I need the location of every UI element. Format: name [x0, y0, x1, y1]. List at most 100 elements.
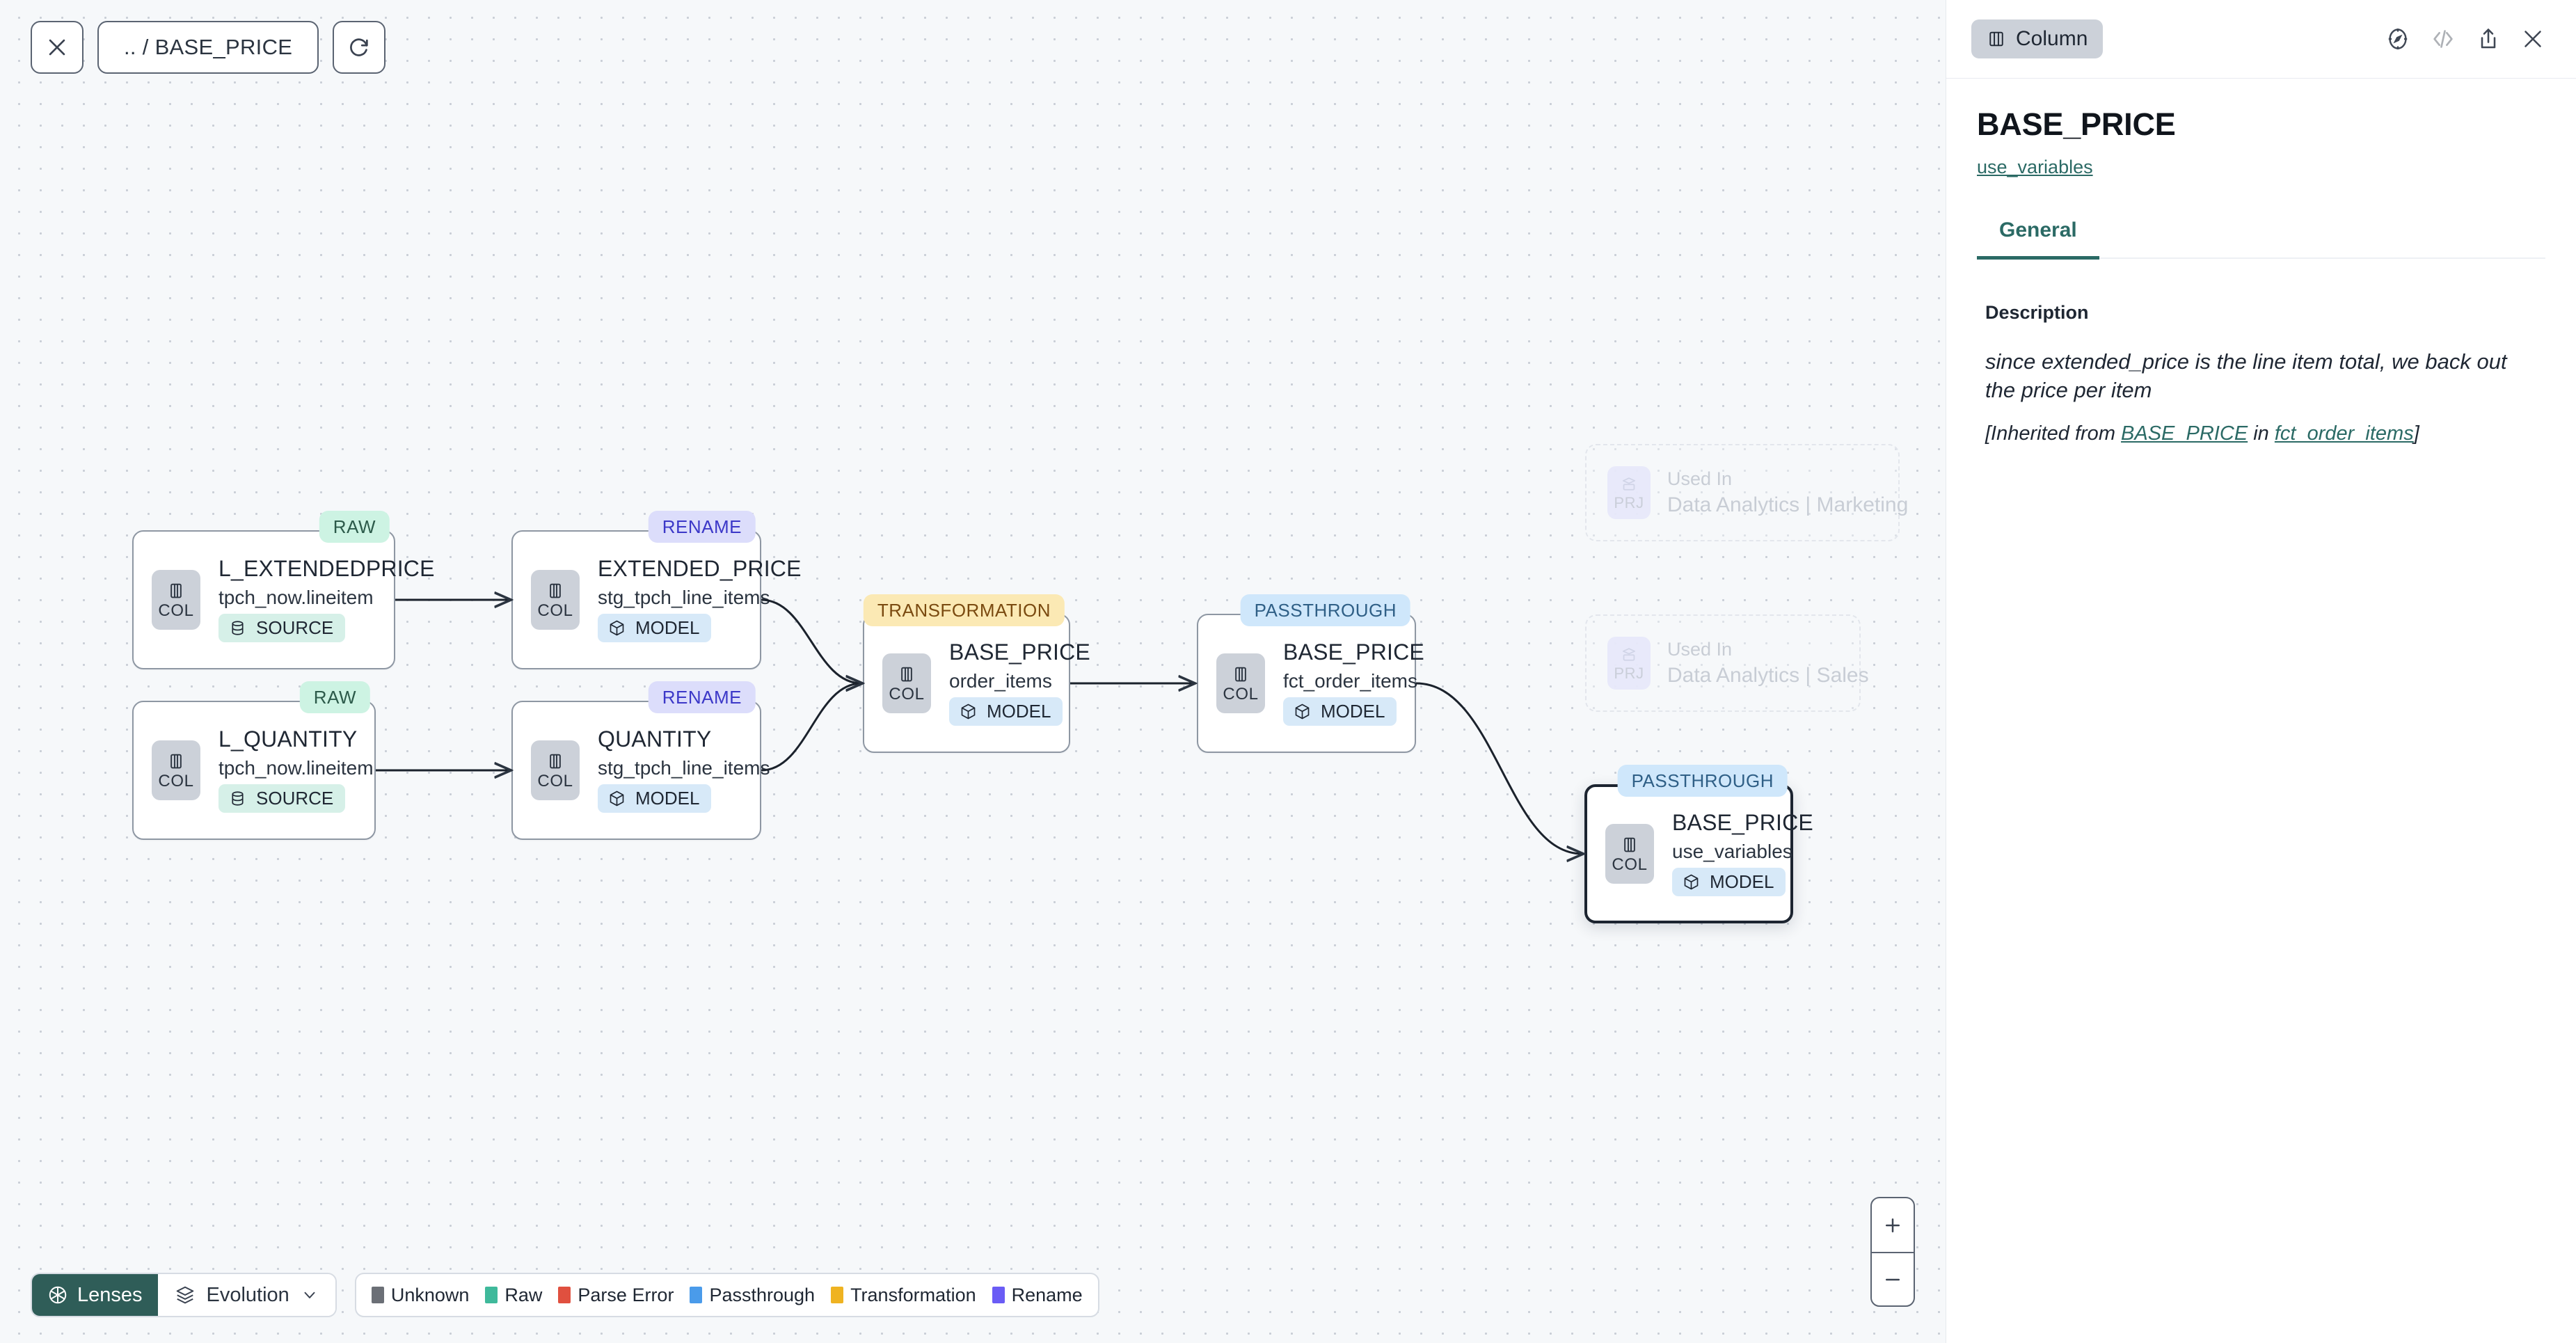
page-title: BASE_PRICE	[1977, 106, 2176, 142]
refresh-button[interactable]	[333, 21, 386, 74]
legend-item-transformation[interactable]: Transformation	[831, 1285, 976, 1306]
column-icon	[901, 667, 912, 682]
column-icon	[170, 754, 182, 769]
node-materialization-pill: MODEL	[598, 613, 712, 642]
view-code-button[interactable]	[2430, 26, 2456, 52]
legend-swatch-icon	[558, 1287, 571, 1303]
inherited-column-link[interactable]: BASE_PRICE	[2121, 422, 2248, 445]
node-subtitle: fct_order_items	[1283, 669, 1417, 692]
cube-icon	[1684, 874, 1699, 890]
close-lineage-button[interactable]	[31, 21, 84, 74]
refresh-icon	[350, 38, 368, 56]
node-subtitle: stg_tpch_line_items	[598, 756, 770, 779]
lenses-segment: Lenses Evolution	[31, 1273, 337, 1317]
node-materialization-pill: SOURCE	[218, 613, 346, 642]
close-icon	[2525, 31, 2541, 47]
description-inherited: [Inherited from BASE_PRICE in fct_order_…	[1977, 422, 2545, 445]
node-title: BASE_PRICE	[1283, 639, 1424, 665]
model-link[interactable]: use_variables	[1977, 157, 2093, 177]
node-title: BASE_PRICE	[1672, 810, 1813, 835]
close-panel-button[interactable]	[2520, 26, 2545, 51]
explore-compass-icon	[2388, 29, 2408, 49]
database-icon	[232, 621, 244, 635]
legend-item-rename[interactable]: Rename	[992, 1285, 1083, 1306]
node-kind-label: COL	[537, 771, 573, 790]
close-icon	[49, 39, 65, 56]
node-kind-label: COL	[158, 771, 194, 790]
node-materialization-label: MODEL	[987, 701, 1051, 722]
node-subtitle: use_variables	[1672, 840, 1792, 862]
breadcrumb-label: .. / BASE_PRICE	[124, 35, 293, 59]
legend-label: Rename	[1011, 1284, 1083, 1305]
legend-label: Parse Error	[578, 1284, 674, 1305]
node-subtitle: tpch_now.lineitem	[218, 756, 374, 779]
used-in-project: Data Analytics | Sales	[1667, 664, 1869, 688]
cube-icon	[1295, 704, 1310, 720]
entity-type-label: Column	[2016, 27, 2088, 50]
tab-general[interactable]: General	[1977, 218, 2099, 260]
legend-item-unknown[interactable]: Unknown	[371, 1285, 469, 1306]
project-chip: PRJ	[1607, 637, 1651, 690]
node-kind-label: COL	[1223, 684, 1259, 704]
node-materialization-label: MODEL	[1710, 871, 1774, 893]
description-text: since extended_price is the line item to…	[1985, 349, 2507, 402]
inherited-suffix: ]	[2413, 422, 2419, 445]
zoom-out-button[interactable]	[1872, 1252, 1914, 1305]
explore-compass-button[interactable]	[2385, 26, 2410, 51]
legend-item-passthrough[interactable]: Passthrough	[690, 1285, 815, 1306]
node-title: L_QUANTITY	[218, 726, 358, 752]
zoom-in-button[interactable]	[1872, 1198, 1914, 1252]
project-icon	[1622, 648, 1636, 661]
node-kind-label: COL	[158, 601, 194, 620]
node-kind-chip: COL	[1216, 653, 1265, 713]
share-button[interactable]	[2476, 26, 2501, 51]
chevron-down-icon	[304, 1292, 315, 1298]
inherited-model-link[interactable]: fct_order_items	[2274, 422, 2414, 445]
cube-icon	[610, 620, 624, 636]
canvas-bottom-toolbar: Lenses Evolution Unknown Raw Parse Error Pa…	[31, 1273, 1099, 1317]
lenses-button[interactable]: Lenses	[32, 1274, 158, 1316]
node-lens-badge: RENAME	[648, 511, 756, 543]
node-kind-label: COL	[1612, 855, 1648, 874]
node-subtitle: stg_tpch_line_items	[598, 586, 770, 608]
node-materialization-pill: MODEL	[1283, 697, 1397, 726]
node-subtitle: order_items	[949, 669, 1052, 692]
breadcrumb-button[interactable]: .. / BASE_PRICE	[97, 21, 319, 74]
legend-label: Raw	[504, 1284, 543, 1305]
used-in-label: Used In	[1667, 639, 1733, 660]
legend-item-parse-error[interactable]: Parse Error	[558, 1285, 674, 1306]
canvas-toolbar: .. / BASE_PRICE	[31, 21, 386, 74]
node-materialization-label: MODEL	[1321, 701, 1385, 722]
legend-item-raw[interactable]: Raw	[485, 1285, 542, 1306]
used-in-card-used-in-sales[interactable]: PRJ Used In Data Analytics | Sales	[1585, 614, 1869, 712]
node-title: L_EXTENDEDPRICE	[218, 556, 435, 581]
lens-legend: Unknown Raw Parse Error Passthrough Transfor…	[354, 1273, 1099, 1317]
plus-icon	[1886, 1218, 1900, 1232]
node-subtitle: tpch_now.lineitem	[218, 586, 374, 608]
description-label: Description	[1985, 301, 2089, 323]
node-kind-chip: COL	[1605, 823, 1654, 884]
column-icon	[1624, 837, 1635, 852]
node-lens-badge: RENAME	[648, 681, 756, 713]
evolution-dropdown[interactable]: Evolution	[157, 1274, 335, 1316]
node-lens-badge: PASSTHROUGH	[1617, 765, 1788, 797]
minus-icon	[1886, 1278, 1900, 1280]
legend-swatch-icon	[690, 1287, 703, 1303]
panel-header-actions	[2385, 26, 2545, 52]
evolution-label: Evolution	[206, 1283, 289, 1306]
entity-type-chip[interactable]: Column	[1971, 19, 2104, 58]
